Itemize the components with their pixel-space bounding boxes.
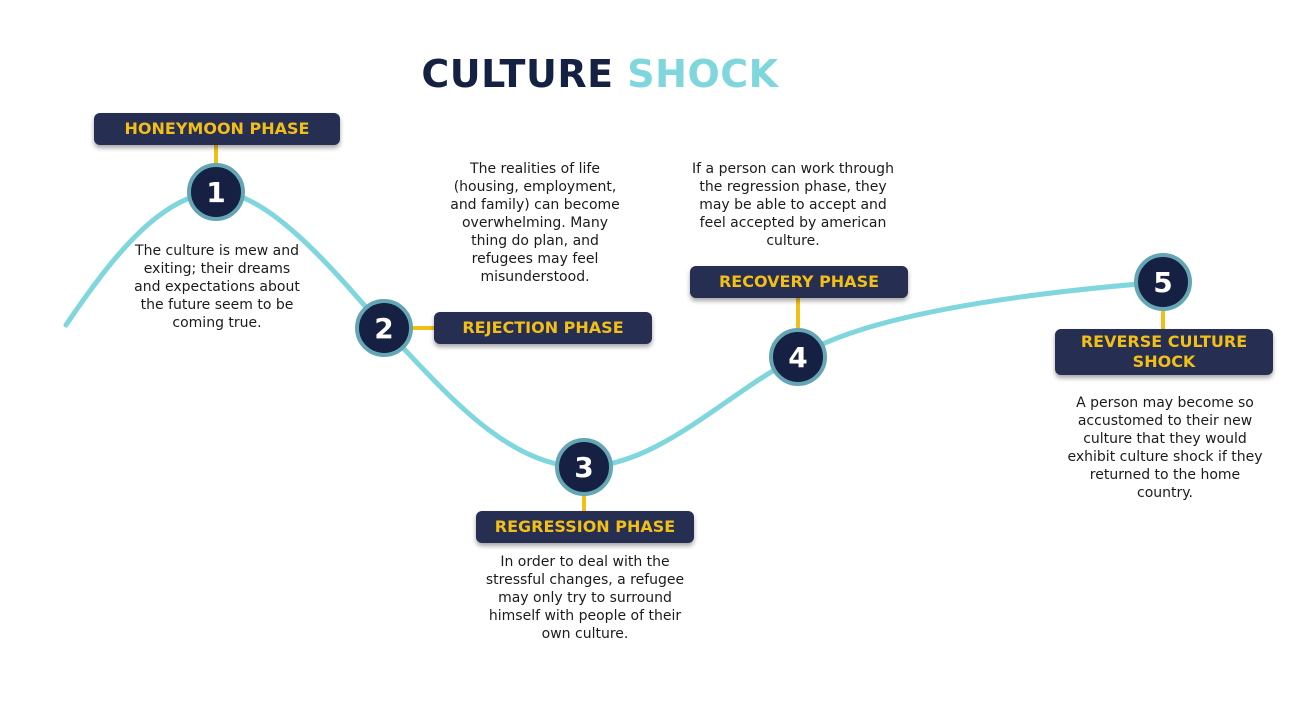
phase-2-description: The realities of life (housing, employme… bbox=[450, 161, 620, 285]
phase-5-description: A person may become so accustomed to the… bbox=[1067, 395, 1263, 501]
phase-1-node: 1 bbox=[187, 163, 245, 221]
phase-2-node: 2 bbox=[355, 299, 413, 357]
phase-3-description: In order to deal with the stressful chan… bbox=[485, 554, 685, 642]
phase-2-label: REJECTION PHASE bbox=[434, 312, 652, 344]
page-title: CULTURE SHOCK bbox=[0, 52, 1200, 96]
phase-4-node: 4 bbox=[769, 328, 827, 386]
phase-4-label: RECOVERY PHASE bbox=[690, 266, 908, 298]
phase-3-label: REGRESSION PHASE bbox=[476, 511, 694, 543]
phase-5-node: 5 bbox=[1134, 253, 1192, 311]
phase-5-label: REVERSE CULTURE SHOCK bbox=[1055, 329, 1273, 375]
phase-1-description: The culture is mew and exiting; their dr… bbox=[134, 243, 300, 331]
phase-1-label: HONEYMOON PHASE bbox=[94, 113, 340, 145]
phase-3-node: 3 bbox=[555, 438, 613, 496]
phase-4-description: If a person can work through the regress… bbox=[692, 161, 894, 249]
title-word-culture: CULTURE bbox=[421, 52, 614, 96]
title-word-shock: SHOCK bbox=[627, 52, 779, 96]
